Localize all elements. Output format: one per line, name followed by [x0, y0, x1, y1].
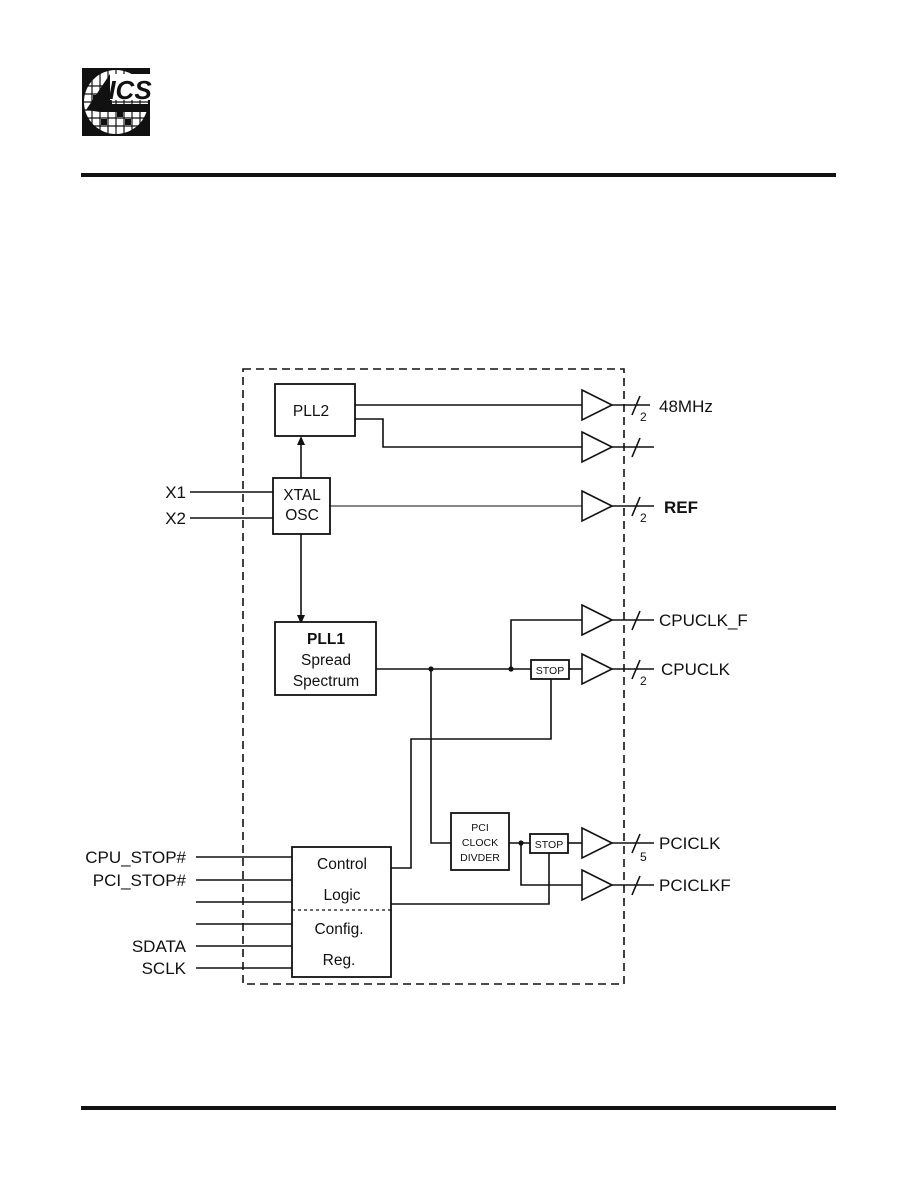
buffer-ref — [581, 489, 614, 523]
cpuclk-f-label: CPUCLK_F — [659, 611, 748, 630]
wires — [190, 395, 654, 969]
sclk-label: SCLK — [142, 959, 187, 978]
48mhz-count: 2 — [640, 410, 647, 424]
cpuclk-label: CPUCLK — [661, 660, 731, 679]
chip-boundary — [242, 368, 625, 985]
48mhz-label: 48MHz — [659, 397, 713, 416]
spread-label: Spread — [301, 652, 351, 669]
cpu-stop-input-label: CPU_STOP# — [85, 848, 186, 867]
x1-label: X1 — [165, 483, 186, 502]
sdata-label: SDATA — [132, 937, 187, 956]
clock-label: CLOCK — [462, 837, 498, 849]
xtal-label: XTAL — [283, 487, 321, 504]
pci-stop-block: STOP — [529, 833, 569, 854]
ics-logo: ICS — [82, 68, 152, 136]
output-buffers — [581, 388, 614, 902]
reg-label: Reg. — [323, 952, 356, 969]
output-labels: 48MHz 2 REF 2 CPUCLK_F CPUCLK 2 PCICLK 5… — [640, 397, 748, 895]
footer-rule — [81, 1106, 836, 1110]
buffer-48mhz — [581, 388, 614, 422]
buffer-cpuclk — [581, 652, 614, 686]
cpuclk-count: 2 — [640, 674, 647, 688]
junctions — [428, 666, 524, 846]
ref-label: REF — [664, 498, 698, 517]
control-label: Control — [317, 856, 367, 873]
input-labels: X1 X2 CPU_STOP# PCI_STOP# SDATA SCLK — [85, 483, 186, 978]
x2-label: X2 — [165, 509, 186, 528]
arrow-down-icon — [297, 615, 305, 624]
cpu-stop-label: STOP — [536, 665, 564, 677]
osc-label: OSC — [285, 507, 319, 524]
ref-count: 2 — [640, 511, 647, 525]
pciclk-count: 5 — [640, 850, 647, 864]
pll2-label: PLL2 — [293, 403, 329, 420]
cpu-stop-block: STOP — [530, 659, 570, 680]
buffer-pciclkf — [581, 868, 614, 902]
header-rule — [81, 173, 836, 177]
control-logic-block: Control Logic Config. Reg. — [291, 846, 392, 978]
logo-text: ICS — [108, 75, 152, 105]
divider-label: DIVDER — [460, 852, 500, 864]
pci-label: PCI — [471, 822, 489, 834]
pll2-block: PLL2 — [274, 383, 356, 437]
pci-stop-label: STOP — [535, 839, 563, 851]
pciclk-label: PCICLK — [659, 834, 721, 853]
config-label: Config. — [314, 921, 363, 938]
arrow-up-icon — [297, 436, 305, 445]
pciclkf-label: PCICLKF — [659, 876, 731, 895]
pll1-label: PLL1 — [307, 631, 345, 648]
pci-stop-input-label: PCI_STOP# — [93, 871, 187, 890]
pci-clock-divider-block: PCI CLOCK DIVDER — [450, 812, 510, 871]
buffer-48mhz-2 — [581, 430, 614, 464]
xtal-osc-block: XTAL OSC — [272, 477, 331, 535]
spectrum-label: Spectrum — [293, 673, 359, 690]
pll1-block: PLL1 Spread Spectrum — [274, 621, 377, 696]
logic-label: Logic — [323, 887, 360, 904]
arrowheads — [297, 436, 305, 624]
buffer-cpuclk-f — [581, 603, 614, 637]
buffer-pciclk — [581, 826, 614, 860]
